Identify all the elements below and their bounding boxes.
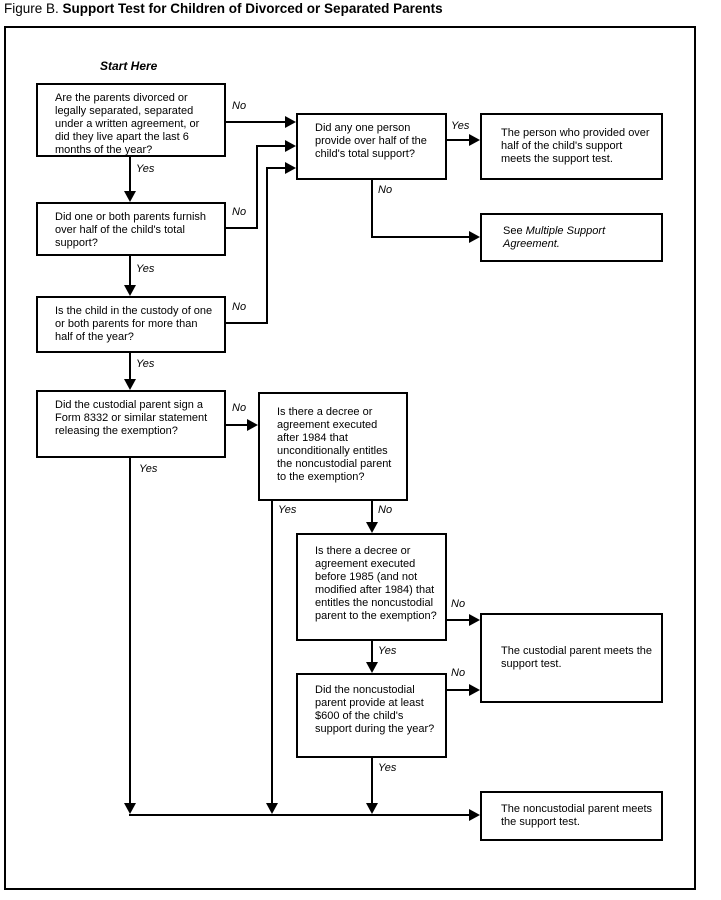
arrow-decree84-no-icon <box>366 522 378 533</box>
arrow-bottom-icon <box>469 809 480 821</box>
connector-q3-no-line3 <box>266 167 285 169</box>
arrow-q4-yes-icon <box>124 803 136 814</box>
node-q-one-person: Did any one person provide over half of … <box>296 113 447 180</box>
multiple-support-italic: Multiple Support Agreement. <box>503 224 606 250</box>
figure-title: Figure B. Support Test for Children of D… <box>4 1 443 16</box>
connector-q2-no-line3 <box>256 145 285 147</box>
arrow-q1-no-icon <box>285 116 296 128</box>
multiple-support-prefix: See <box>503 224 526 237</box>
connector-q3-yes-line <box>129 353 131 379</box>
node-r-multiple-support: See Multiple Support Agreement. <box>480 213 663 262</box>
arrow-600-no-icon <box>469 684 480 696</box>
arrow-q3-no-icon <box>285 162 296 174</box>
node-q-decree-after-1984: Is there a decree or agreement executed … <box>258 392 408 501</box>
label-q4-no: No <box>232 402 247 414</box>
node-r-noncustodial-text: The noncustodial parent meets the suppor… <box>501 803 653 828</box>
connector-decree85-yes-line <box>371 641 373 662</box>
arrow-decree84-yes-icon <box>266 803 278 814</box>
label-q4-yes: Yes <box>139 463 158 475</box>
node-r-person-provided: The person who provided over half of the… <box>480 113 663 180</box>
connector-600-yes-line <box>371 758 373 803</box>
connector-q1-yes-line <box>129 157 131 191</box>
arrow-decree85-no-icon <box>469 614 480 626</box>
connector-q2-no-line2 <box>256 146 258 229</box>
connector-bottom-line <box>129 814 469 816</box>
connector-q2-no-line1 <box>226 227 257 229</box>
label-q2-yes: Yes <box>136 263 155 275</box>
arrow-q1-yes-icon <box>124 191 136 202</box>
connector-decree85-no-line <box>447 619 469 621</box>
figure-title-bold: Support Test for Children of Divorced or… <box>62 1 443 16</box>
connector-one-person-yes-line <box>447 139 469 141</box>
arrow-600-yes-icon <box>366 803 378 814</box>
arrow-q4-no-icon <box>247 419 258 431</box>
node-q-both-parents: Did one or both parents furnish over hal… <box>36 202 226 256</box>
label-decree84-no: No <box>378 504 393 516</box>
connector-q2-yes-line <box>129 256 131 285</box>
connector-q3-no-line2 <box>266 168 268 324</box>
connector-q3-no-line1 <box>226 322 267 324</box>
node-q-divorced-text: Are the parents divorced or legally sepa… <box>55 92 200 156</box>
node-q-decree-before-1985-text: Is there a decree or agreement executed … <box>315 545 437 622</box>
label-q3-no: No <box>232 301 247 313</box>
node-r-multiple-support-text: See Multiple Support Agreement. <box>503 225 653 251</box>
node-r-person-provided-text: The person who provided over half of the… <box>501 127 650 165</box>
label-600-yes: Yes <box>378 762 397 774</box>
node-r-custodial-text: The custodial parent meets the support t… <box>501 645 653 670</box>
arrow-q2-yes-icon <box>124 285 136 296</box>
node-r-custodial: The custodial parent meets the support t… <box>480 613 663 703</box>
arrow-q2-no-icon <box>285 140 296 152</box>
node-q-decree-after-1984-text: Is there a decree or agreement executed … <box>277 406 392 483</box>
label-q1-yes: Yes <box>136 163 155 175</box>
connector-q4-no-line <box>226 424 247 426</box>
node-q-one-person-text: Did any one person provide over half of … <box>315 122 427 160</box>
node-q-both-parents-text: Did one or both parents furnish over hal… <box>55 211 207 249</box>
label-one-person-no: No <box>378 184 393 196</box>
label-q1-no: No <box>232 100 247 112</box>
node-q-form-8332-text: Did the custodial parent sign a Form 833… <box>55 399 208 437</box>
connector-q4-yes-line <box>129 458 131 803</box>
node-r-noncustodial: The noncustodial parent meets the suppor… <box>480 791 663 841</box>
figure-title-prefix: Figure B. <box>4 1 59 16</box>
start-here-label: Start Here <box>100 59 158 73</box>
arrow-one-person-no-icon <box>469 231 480 243</box>
arrow-one-person-yes-icon <box>469 134 480 146</box>
label-q3-yes: Yes <box>136 358 155 370</box>
label-decree84-yes: Yes <box>278 504 297 516</box>
label-600-no: No <box>451 667 466 679</box>
node-q-custody: Is the child in the custody of one or bo… <box>36 296 226 353</box>
connector-decree84-yes-line <box>271 501 273 803</box>
connector-one-person-no-line2 <box>371 236 469 238</box>
connector-600-no-line <box>447 689 469 691</box>
arrow-q3-yes-icon <box>124 379 136 390</box>
arrow-decree85-yes-icon <box>366 662 378 673</box>
node-q-decree-before-1985: Is there a decree or agreement executed … <box>296 533 447 641</box>
figure-border <box>4 26 696 890</box>
label-decree85-yes: Yes <box>378 645 397 657</box>
connector-one-person-no-line1 <box>371 180 373 238</box>
label-one-person-yes: Yes <box>451 120 470 132</box>
node-q-form-8332: Did the custodial parent sign a Form 833… <box>36 390 226 458</box>
connector-decree84-no-line <box>371 501 373 522</box>
label-q2-no: No <box>232 206 247 218</box>
node-q-divorced: Are the parents divorced or legally sepa… <box>36 83 226 157</box>
node-q-600-support: Did the noncustodial parent provide at l… <box>296 673 447 758</box>
connector-q1-no-line <box>226 121 285 123</box>
node-q-custody-text: Is the child in the custody of one or bo… <box>55 305 213 343</box>
node-q-600-support-text: Did the noncustodial parent provide at l… <box>315 684 435 735</box>
label-decree85-no: No <box>451 598 466 610</box>
